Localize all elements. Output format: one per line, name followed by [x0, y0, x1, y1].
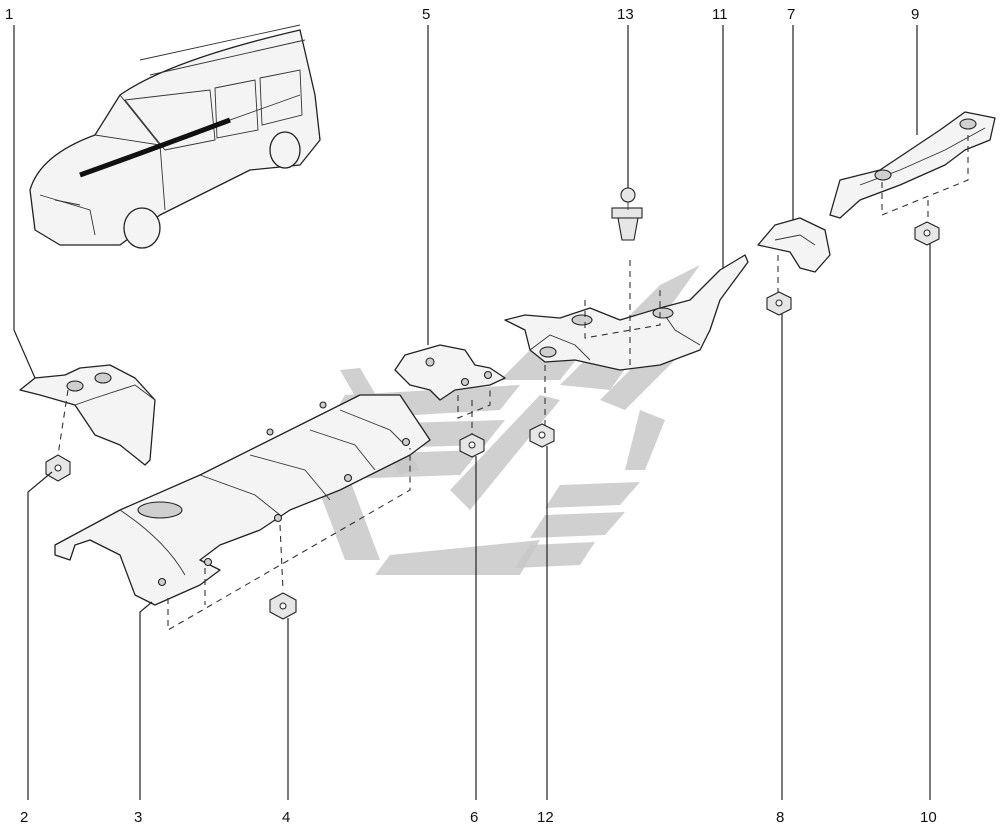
callout-2: 2 — [20, 809, 28, 825]
callout-3: 3 — [134, 809, 142, 825]
callout-7: 7 — [787, 6, 795, 23]
callout-12: 12 — [537, 809, 554, 825]
callout-6: 6 — [470, 809, 478, 825]
heat-shield-part-1 — [19, 364, 156, 466]
heat-shield-part-3 — [54, 394, 431, 631]
callout-8: 8 — [776, 809, 784, 825]
callout-labels: 1 2 3 4 5 6 7 8 9 10 11 12 13 — [5, 6, 937, 826]
callout-9: 9 — [911, 6, 919, 23]
callout-5: 5 — [422, 6, 430, 23]
clip-part-13 — [611, 187, 643, 241]
callout-10: 10 — [920, 809, 937, 825]
heat-shield-part-7 — [757, 217, 831, 295]
callout-11: 11 — [712, 6, 728, 23]
vehicle-thumbnail — [29, 24, 321, 249]
callout-13: 13 — [617, 6, 634, 23]
fasteners — [45, 187, 940, 620]
heat-shield-part-5 — [394, 344, 506, 440]
leader-lines — [13, 25, 931, 800]
callout-4: 4 — [282, 809, 290, 825]
heat-shield-part-9 — [829, 111, 996, 225]
callout-1: 1 — [5, 6, 13, 23]
heat-shield-part-11 — [504, 254, 749, 430]
